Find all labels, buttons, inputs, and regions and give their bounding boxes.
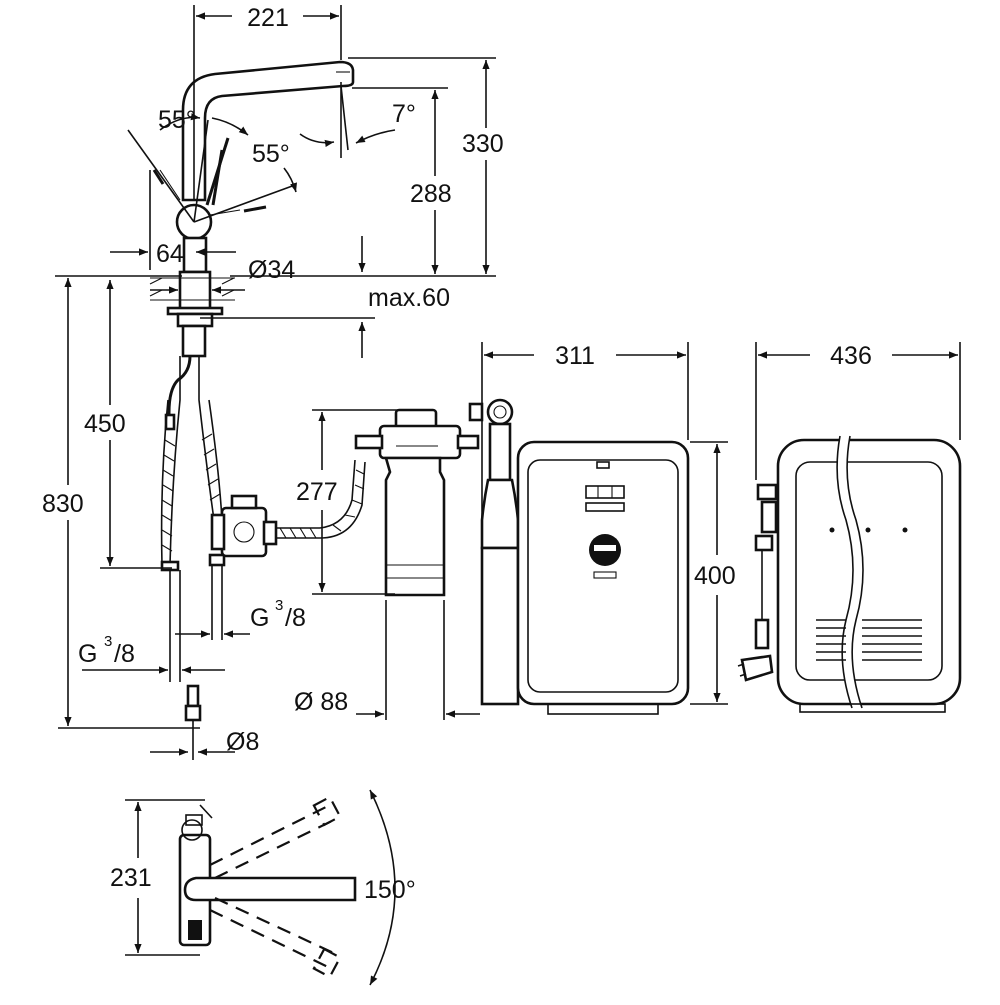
svg-text:G: G (78, 640, 97, 668)
dim-rotation-angle: 150° (364, 876, 416, 904)
mount-nut (181, 324, 207, 358)
boiler-vent (816, 619, 922, 661)
sensor-cable (167, 355, 192, 431)
boiler-front-view (516, 440, 690, 715)
dim-lever-offset: 64 (156, 240, 184, 268)
dimension-lines (55, 5, 961, 956)
dim-max-deck: max.60 (368, 284, 450, 312)
svg-text:/8: /8 (285, 604, 306, 632)
dim-filter-height: 277 (296, 478, 338, 506)
boiler-housing (516, 440, 690, 706)
dimension-labels: 221 55° 55° 7° 330 288 64 Ø34 max.60 450… (42, 4, 872, 904)
svg-text:/8: /8 (114, 640, 135, 668)
dim-filter-diameter: Ø 88 (294, 688, 348, 716)
dim-spout-tilt: 7° (392, 100, 416, 128)
svg-text:3: 3 (104, 633, 112, 650)
filter-head (378, 424, 462, 460)
dim-faucet-width: 221 (247, 4, 289, 32)
dim-faucet-height: 330 (462, 130, 504, 158)
dim-hose-length: 450 (84, 410, 126, 438)
faucet-spout (181, 60, 355, 202)
boiler-side-view (737, 435, 962, 713)
mixing-valve (210, 459, 366, 558)
faucet-side-view (127, 60, 396, 760)
dim-pipe-diameter: Ø8 (226, 728, 259, 756)
svg-text:3: 3 (275, 597, 283, 614)
dim-boiler-depth: 436 (830, 342, 872, 370)
mount-shank (178, 270, 212, 314)
dim-top-view-depth: 231 (110, 864, 152, 892)
dim-swivel-left: 55° (158, 106, 196, 134)
boiler-side-housing (776, 438, 962, 706)
top-view-spout (183, 876, 357, 902)
dim-swivel-right: 55° (252, 140, 290, 168)
dim-mount-diameter: Ø34 (248, 256, 295, 284)
faucet-base (182, 236, 208, 274)
svg-text:G: G (250, 604, 269, 632)
dim-connection-left: G 3 /8 (78, 633, 135, 668)
dim-boiler-height: 400 (694, 562, 736, 590)
pressure-gauge (486, 398, 514, 426)
top-view-sensor (188, 920, 202, 940)
dim-connection-right: G 3 /8 (250, 597, 306, 632)
filter-cartridge (384, 456, 446, 597)
dim-spout-height: 288 (410, 180, 452, 208)
dim-boiler-width: 311 (555, 342, 595, 370)
dim-total-length: 830 (42, 490, 84, 518)
water-filter (354, 408, 480, 597)
faucet-top-view (178, 789, 396, 986)
power-plug (740, 654, 774, 682)
